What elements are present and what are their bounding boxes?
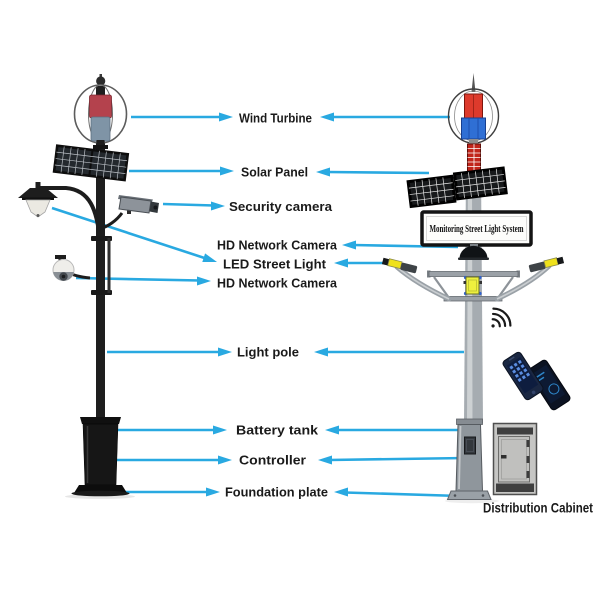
line-hd-camera-bottom: [75, 276, 201, 282]
line-foundation-right: [344, 491, 461, 498]
left-solar-panel-icon: [52, 144, 130, 182]
arrowhead: [316, 167, 330, 177]
led-street-light-right-icon: [528, 256, 565, 273]
smartphone-front-icon: [502, 351, 544, 401]
label-solar-panel: Solar Panel: [241, 165, 308, 180]
label-hd-network-camera-bottom: HD Network Camera: [217, 276, 338, 291]
right-dome-camera-icon: [458, 245, 489, 260]
right-battery-tank: [455, 418, 484, 492]
arrowhead: [202, 253, 217, 262]
arrowhead: [206, 487, 220, 497]
sign-text: Monitoring Street Light System: [430, 224, 524, 235]
arrowhead: [197, 276, 211, 286]
label-hd-network-camera-top: HD Network Camera: [217, 238, 338, 253]
monitoring-sign: Monitoring Street Light System: [420, 210, 533, 248]
distribution-cabinet-icon: [492, 422, 538, 496]
wifi-signal-icon: [491, 307, 512, 328]
label-controller: Controller: [239, 453, 306, 468]
left-street-lamp-icon: [18, 182, 102, 241]
street-light-arms: [394, 263, 552, 302]
arrowhead: [220, 166, 234, 176]
arrowhead: [218, 347, 232, 357]
led-street-light-left-icon: [381, 257, 418, 274]
line-controller-right: [328, 456, 467, 462]
security-camera-icon: [98, 195, 159, 231]
pole-mounting-brackets: [91, 236, 112, 295]
label-distribution-cabinet: Distribution Cabinet: [483, 501, 593, 516]
line-led-street-light-left: [51, 206, 207, 260]
label-led-street-light: LED Street Light: [223, 257, 327, 272]
arrowhead: [211, 201, 225, 211]
arrowhead: [334, 487, 348, 497]
left-wind-turbine-icon: [73, 74, 128, 149]
arrowhead: [325, 425, 339, 435]
arrowhead: [342, 240, 356, 250]
arrowhead: [213, 425, 227, 435]
label-light-pole: Light pole: [237, 345, 299, 360]
arrow-heads: [197, 112, 356, 497]
label-security-camera: Security camera: [229, 199, 333, 214]
arrowhead: [318, 455, 332, 465]
left-battery-tank: [80, 417, 121, 486]
right-wind-turbine-icon: [447, 73, 500, 172]
labels-group: Wind Turbine Solar Panel Security camera…: [217, 111, 593, 516]
right-controller-door: [464, 436, 476, 455]
arrowhead: [334, 258, 348, 268]
left-pole-assembly: [18, 74, 159, 497]
left-pole: [96, 86, 105, 422]
right-solar-panel-icon: [406, 166, 508, 209]
arrowhead: [219, 112, 233, 122]
label-wind-turbine: Wind Turbine: [239, 111, 312, 126]
label-battery-tank: Battery tank: [236, 423, 319, 438]
connector-lines: [51, 115, 467, 498]
left-foundation-plate: [71, 485, 130, 497]
line-solar-panel-right: [326, 170, 430, 175]
right-foundation-plate: [446, 490, 492, 500]
arrowhead: [218, 455, 232, 465]
pole-controller-box: [463, 275, 482, 296]
arrowhead: [314, 347, 328, 357]
right-pole-assembly: Monitoring Street Light System: [381, 73, 571, 500]
arrowhead: [320, 112, 334, 122]
label-foundation-plate: Foundation plate: [225, 485, 328, 500]
line-security-camera: [162, 202, 215, 207]
dome-camera-icon: [52, 255, 91, 281]
